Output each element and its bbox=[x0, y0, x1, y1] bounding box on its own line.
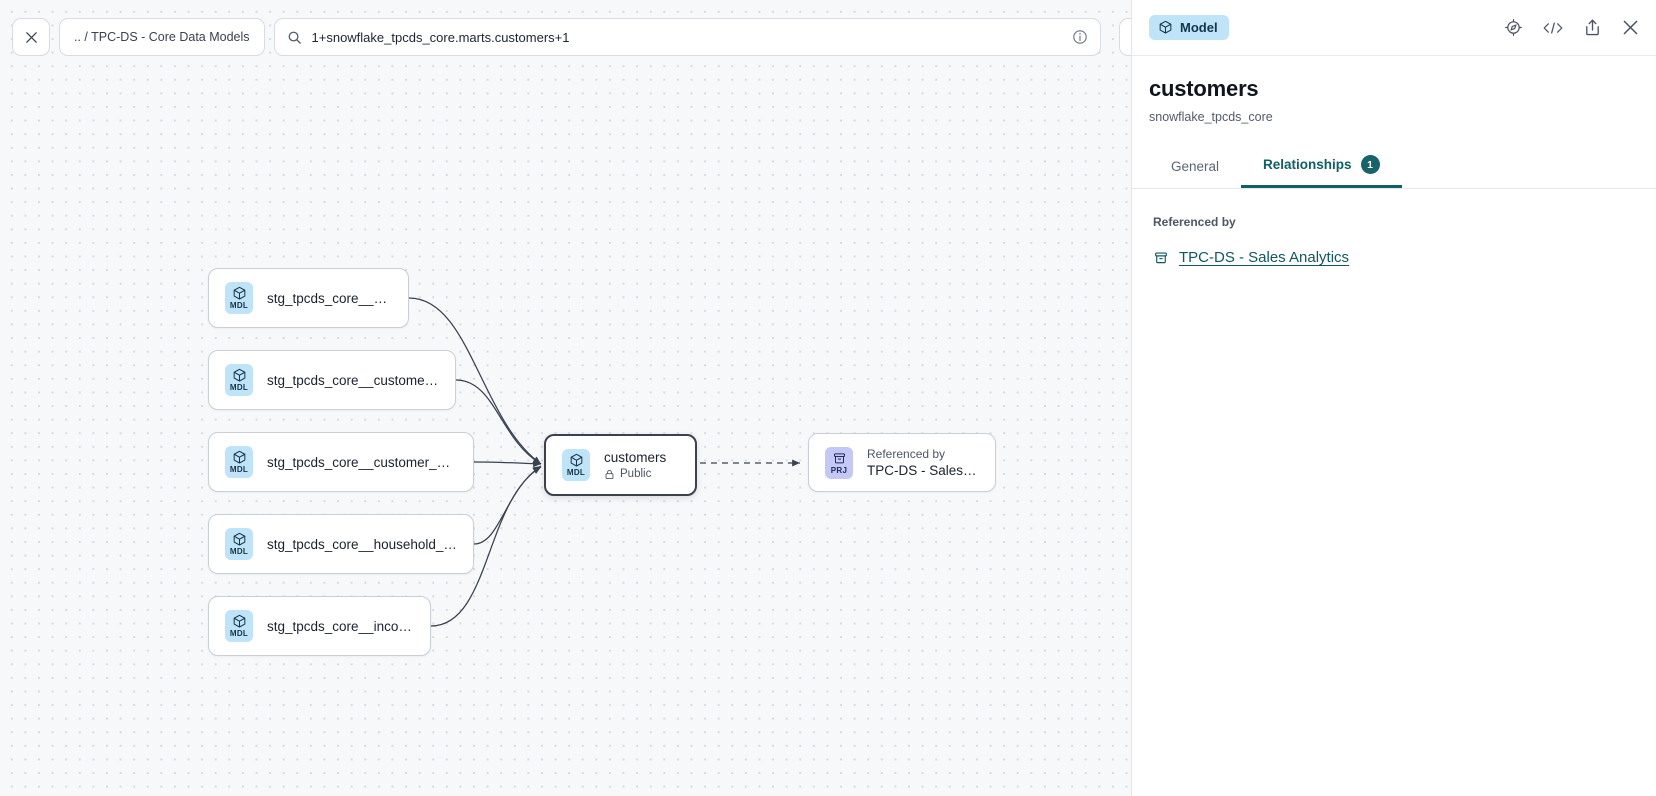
list-item[interactable]: TPC-DS - Sales Analytics bbox=[1153, 249, 1639, 266]
model-badge-label: MDL bbox=[229, 383, 249, 392]
node-label: stg_tpcds_core__income_band bbox=[267, 618, 414, 634]
model-badge-icon: MDL bbox=[562, 449, 590, 481]
code-icon[interactable] bbox=[1542, 19, 1564, 37]
model-badge-icon: MDL bbox=[225, 282, 253, 314]
details-tabs: General Relationships 1 bbox=[1132, 146, 1656, 189]
model-badge-icon: MDL bbox=[225, 446, 253, 478]
node-label: TPC-DS - Sales Analytics bbox=[867, 463, 979, 478]
model-badge-icon: MDL bbox=[225, 364, 253, 396]
lineage-node-stg-customer-demographics[interactable]: MDL stg_tpcds_core__customer_demogra… bbox=[208, 432, 474, 492]
entity-type-badge: Model bbox=[1149, 15, 1229, 40]
model-badge-label: MDL bbox=[566, 468, 586, 477]
share-icon[interactable] bbox=[1583, 18, 1602, 37]
lineage-node-stg-income-band[interactable]: MDL stg_tpcds_core__income_band bbox=[208, 596, 431, 656]
model-badge-icon: MDL bbox=[225, 528, 253, 560]
node-label: stg_tpcds_core__customer bbox=[267, 290, 392, 306]
referenced-by-link[interactable]: TPC-DS - Sales Analytics bbox=[1179, 249, 1350, 266]
tab-relationships[interactable]: Relationships 1 bbox=[1241, 146, 1402, 188]
cube-icon bbox=[1158, 20, 1173, 35]
close-icon bbox=[24, 30, 39, 45]
search-query-text: 1+snowflake_tpcds_core.marts.customers+1 bbox=[311, 29, 570, 45]
node-eyebrow: Referenced by bbox=[867, 447, 946, 461]
close-lineage-button[interactable] bbox=[12, 18, 50, 56]
model-badge-label: MDL bbox=[229, 465, 249, 474]
project-badge-label: PRJ bbox=[830, 465, 848, 475]
refresh-icon bbox=[1130, 29, 1131, 45]
close-icon[interactable] bbox=[1621, 18, 1640, 37]
node-visibility-label: Public bbox=[620, 468, 652, 480]
lock-icon bbox=[604, 469, 615, 480]
model-badge-label: MDL bbox=[229, 301, 249, 310]
details-panel-header: Model bbox=[1132, 0, 1656, 56]
node-label: stg_tpcds_core__household_demogr… bbox=[267, 536, 457, 552]
node-visibility: Public bbox=[604, 468, 666, 480]
lineage-node-customers-selected[interactable]: MDL customers Public bbox=[544, 434, 697, 496]
info-icon[interactable] bbox=[1072, 29, 1088, 45]
canvas-toolbar: .. / TPC-DS - Core Data Models 1+snowfla… bbox=[12, 18, 1131, 56]
explore-icon[interactable] bbox=[1504, 18, 1523, 37]
section-label: Referenced by bbox=[1153, 215, 1236, 229]
status-badge: 1 bbox=[1360, 155, 1380, 174]
lineage-node-stg-customer-address[interactable]: MDL stg_tpcds_core__customer_address bbox=[208, 350, 456, 410]
lineage-node-project-sales-analytics[interactable]: PRJ Referenced by TPC-DS - Sales Analyti… bbox=[808, 433, 996, 492]
project-badge-icon: PRJ bbox=[825, 446, 853, 479]
entity-type-label: Model bbox=[1180, 20, 1218, 35]
details-panel-heading: customers snowflake_tpcds_core bbox=[1132, 56, 1656, 124]
breadcrumb[interactable]: .. / TPC-DS - Core Data Models bbox=[59, 18, 265, 56]
breadcrumb-label: .. / TPC-DS - Core Data Models bbox=[74, 30, 250, 44]
node-label: stg_tpcds_core__customer_address bbox=[267, 372, 439, 388]
refresh-button[interactable] bbox=[1118, 18, 1131, 56]
project-icon bbox=[1153, 250, 1169, 266]
lineage-node-stg-customer[interactable]: MDL stg_tpcds_core__customer bbox=[208, 268, 409, 328]
lineage-edges bbox=[408, 297, 800, 627]
lineage-search-input[interactable]: 1+snowflake_tpcds_core.marts.customers+1 bbox=[273, 18, 1101, 56]
tab-label: Relationships bbox=[1263, 157, 1352, 172]
referenced-by-section: Referenced by TPC-DS - Sales Analytics bbox=[1132, 189, 1656, 266]
page-subtitle: snowflake_tpcds_core bbox=[1149, 110, 1273, 124]
tab-label: General bbox=[1171, 158, 1220, 174]
panel-action-group bbox=[1504, 18, 1640, 37]
details-panel: Model bbox=[1131, 0, 1656, 796]
search-icon bbox=[287, 30, 302, 45]
lineage-canvas[interactable]: .. / TPC-DS - Core Data Models 1+snowfla… bbox=[0, 0, 1131, 796]
node-label: stg_tpcds_core__customer_demogra… bbox=[267, 454, 457, 470]
model-badge-label: MDL bbox=[229, 547, 249, 556]
node-label: customers bbox=[604, 450, 667, 465]
model-badge-label: MDL bbox=[229, 629, 249, 638]
model-badge-icon: MDL bbox=[225, 610, 253, 642]
lineage-node-stg-household-demographics[interactable]: MDL stg_tpcds_core__household_demogr… bbox=[208, 514, 474, 574]
page-title: customers bbox=[1149, 76, 1259, 101]
tab-general[interactable]: General bbox=[1149, 146, 1241, 188]
